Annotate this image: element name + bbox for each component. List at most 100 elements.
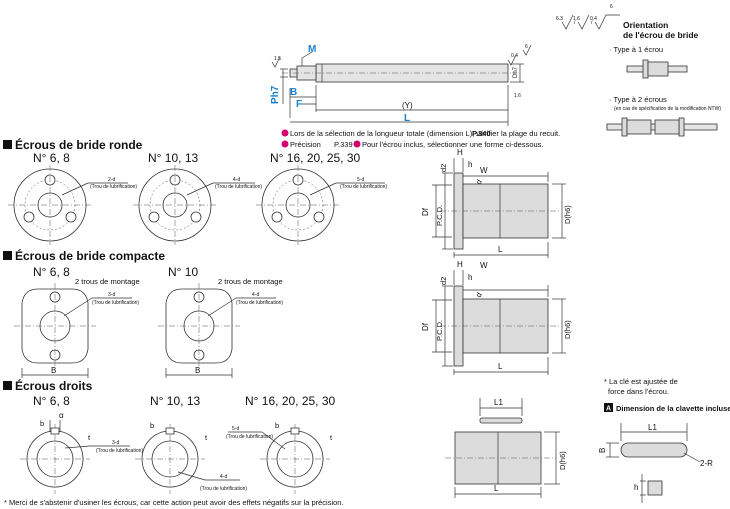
- sec1-group-2: N° 10, 13: [148, 151, 198, 165]
- sec3-group-3: N° 16, 20, 25, 30: [245, 394, 336, 408]
- svg-text:/: /: [574, 20, 576, 26]
- flange2-L: L: [498, 362, 503, 371]
- surface-mark-2: 1.6: [573, 16, 580, 22]
- sec2-callout-2: 4-d: [252, 292, 259, 298]
- sec3-sub-1: (Trou de lubrification): [96, 448, 143, 454]
- sec1-callout-1: 2-d: [108, 177, 115, 183]
- shaft-label-M: M: [308, 44, 316, 55]
- flange2-h: h: [468, 273, 472, 282]
- sec2-callout-1: 3-d: [108, 292, 115, 298]
- shaft-label-Ph7: Ph7: [270, 85, 281, 104]
- sec2-B-2: B: [195, 366, 200, 375]
- type2-note: (en cas de spécification de la modificat…: [614, 106, 721, 112]
- key-h: h: [634, 483, 638, 492]
- sec2-group-2: N° 10: [168, 265, 198, 279]
- shaft-label-B: B: [290, 87, 297, 98]
- sec3-b-3: b: [275, 421, 279, 430]
- flange1-L: L: [498, 245, 503, 254]
- shaft-label-Dh7: Dh7: [513, 66, 519, 78]
- flange2-Dh6: D(h6): [563, 320, 572, 339]
- section-compact-flange: Écrous de bride compacte N° 6, 8 N° 10 2…: [3, 248, 283, 378]
- note-2b: Pour l'écrou inclus, sélectionner une fo…: [362, 140, 544, 149]
- sec1-callout-2: 4-d: [233, 177, 240, 183]
- sec1-sub-2: (Trou de lubrification): [215, 184, 262, 190]
- sec3-t-3: t: [330, 433, 333, 442]
- flange-side-view-1: H W h d d2 Df P.C.D. D(h6) L: [421, 148, 572, 258]
- sec1-group-1: N° 6, 8: [33, 151, 70, 165]
- orientation-panel: Orientation de l'écrou de bride · Type à…: [606, 20, 721, 137]
- type2-label: · Type à 2 écrous: [609, 95, 667, 104]
- flange-side-view-2: H W h d d2 Df P.C.D. D(h6) L: [421, 260, 572, 375]
- section-round-flange: Écrous de bride ronde N° 6, 8 N° 10, 13 …: [3, 137, 387, 245]
- sec3-t-1: t: [88, 433, 91, 442]
- orientation-title-2: de l'écrou de bride: [623, 30, 699, 40]
- sec3-callout-2: 4-d: [220, 474, 227, 480]
- key-note-1: * La clé est ajustée de: [604, 377, 678, 386]
- sec3-b-2: b: [150, 421, 154, 430]
- sec3-b-1: b: [40, 419, 44, 428]
- surface-mark-4: 6: [610, 4, 613, 10]
- shaft-drawing: M B F L (Y) Dh7 Ph7 1.5 0.4 6 1.6: [270, 44, 532, 126]
- sec3-callout-1: 3-d: [112, 440, 119, 446]
- type1-label: · Type à 1 écrou: [609, 45, 663, 54]
- key-note-2: force dans l'écrou.: [608, 387, 669, 396]
- key-R: 2-R: [700, 459, 713, 468]
- shaft-label-F: F: [296, 99, 302, 110]
- footer-note: * Merci de s'abstenir d'usiner les écrou…: [4, 498, 344, 507]
- flange2-W: W: [480, 261, 488, 270]
- flange1-PCD: P.C.D.: [435, 205, 444, 226]
- key-title: Dimension de la clavette incluse: [616, 404, 730, 413]
- sec1-group-3: N° 16, 20, 25, 30: [270, 151, 361, 165]
- flange1-Dh6: D(h6): [563, 205, 572, 224]
- sec3-title: Écrous droits: [15, 378, 93, 393]
- sec2-mount-2: 2 trous de montage: [218, 277, 283, 286]
- flange2-H: H: [457, 260, 463, 269]
- key-badge: A: [606, 406, 611, 413]
- sec2-sub-2: (Trou de lubrification): [236, 300, 283, 306]
- shaft-label-L: L: [404, 113, 410, 124]
- note-1-ref: P.340: [472, 129, 491, 138]
- surface-marks: 6.3 1.6 0.4 6 / /: [556, 4, 620, 30]
- shaft-roughness-3: 6: [525, 44, 528, 50]
- shaft-roughness-1: 1.5: [274, 56, 281, 62]
- flange1-d: d: [474, 178, 484, 186]
- section-straight-nuts: Écrous droits N° 6, 8 N° 10, 13 N° 16, 2…: [3, 378, 336, 494]
- sec3-callout-3: 5-d: [232, 426, 239, 432]
- sec3-t-2: t: [205, 433, 208, 442]
- flange2-d: d: [474, 291, 484, 299]
- flange2-PCD: P.C.D.: [435, 320, 444, 341]
- sec2-mount-1: 2 trous de montage: [75, 277, 140, 286]
- sec3-alpha: α: [59, 411, 64, 420]
- svg-text:/: /: [591, 20, 593, 26]
- sec3-group-1: N° 6, 8: [33, 394, 70, 408]
- sec3-sub-3: (Trou de lubrification): [226, 434, 273, 440]
- sec3-sub-2: (Trou de lubrification): [200, 486, 247, 492]
- shaft-label-Y: (Y): [402, 101, 413, 110]
- notes: Lors de la sélection de la longueur tota…: [281, 129, 560, 149]
- surface-mark-3: 0.4: [590, 16, 597, 22]
- key-info: * La clé est ajustée de force dans l'écr…: [598, 377, 730, 503]
- key-B: B: [598, 448, 607, 453]
- straight-L: L: [494, 484, 499, 493]
- flange1-Df: Df: [421, 207, 430, 216]
- sec2-group-1: N° 6, 8: [33, 265, 70, 279]
- flange1-h: h: [468, 160, 472, 169]
- note-1: Lors de la sélection de la longueur tota…: [290, 129, 560, 138]
- sec2-sub-1: (Trou de lubrification): [92, 300, 139, 306]
- surface-mark-1: 6.3: [556, 16, 563, 22]
- straight-side-view: L1 D(h6) L: [445, 398, 567, 498]
- sec3-group-2: N° 10, 13: [150, 394, 200, 408]
- shaft-roughness-2: 0.4: [511, 53, 518, 59]
- note-2a: Précision: [290, 140, 321, 149]
- shaft-roughness-4: 1.6: [514, 93, 521, 99]
- sec1-sub-3: (Trou de lubrification): [340, 184, 387, 190]
- sec1-title: Écrous de bride ronde: [15, 137, 143, 152]
- flange2-Df: Df: [421, 322, 430, 331]
- flange2-d2: d2: [439, 277, 448, 285]
- sec2-B-1: B: [51, 366, 56, 375]
- sec1-sub-1: (Trou de lubrification): [90, 184, 137, 190]
- orientation-title: Orientation: [623, 20, 668, 30]
- sec1-callout-3: 5-d: [357, 177, 364, 183]
- flange1-W: W: [480, 166, 488, 175]
